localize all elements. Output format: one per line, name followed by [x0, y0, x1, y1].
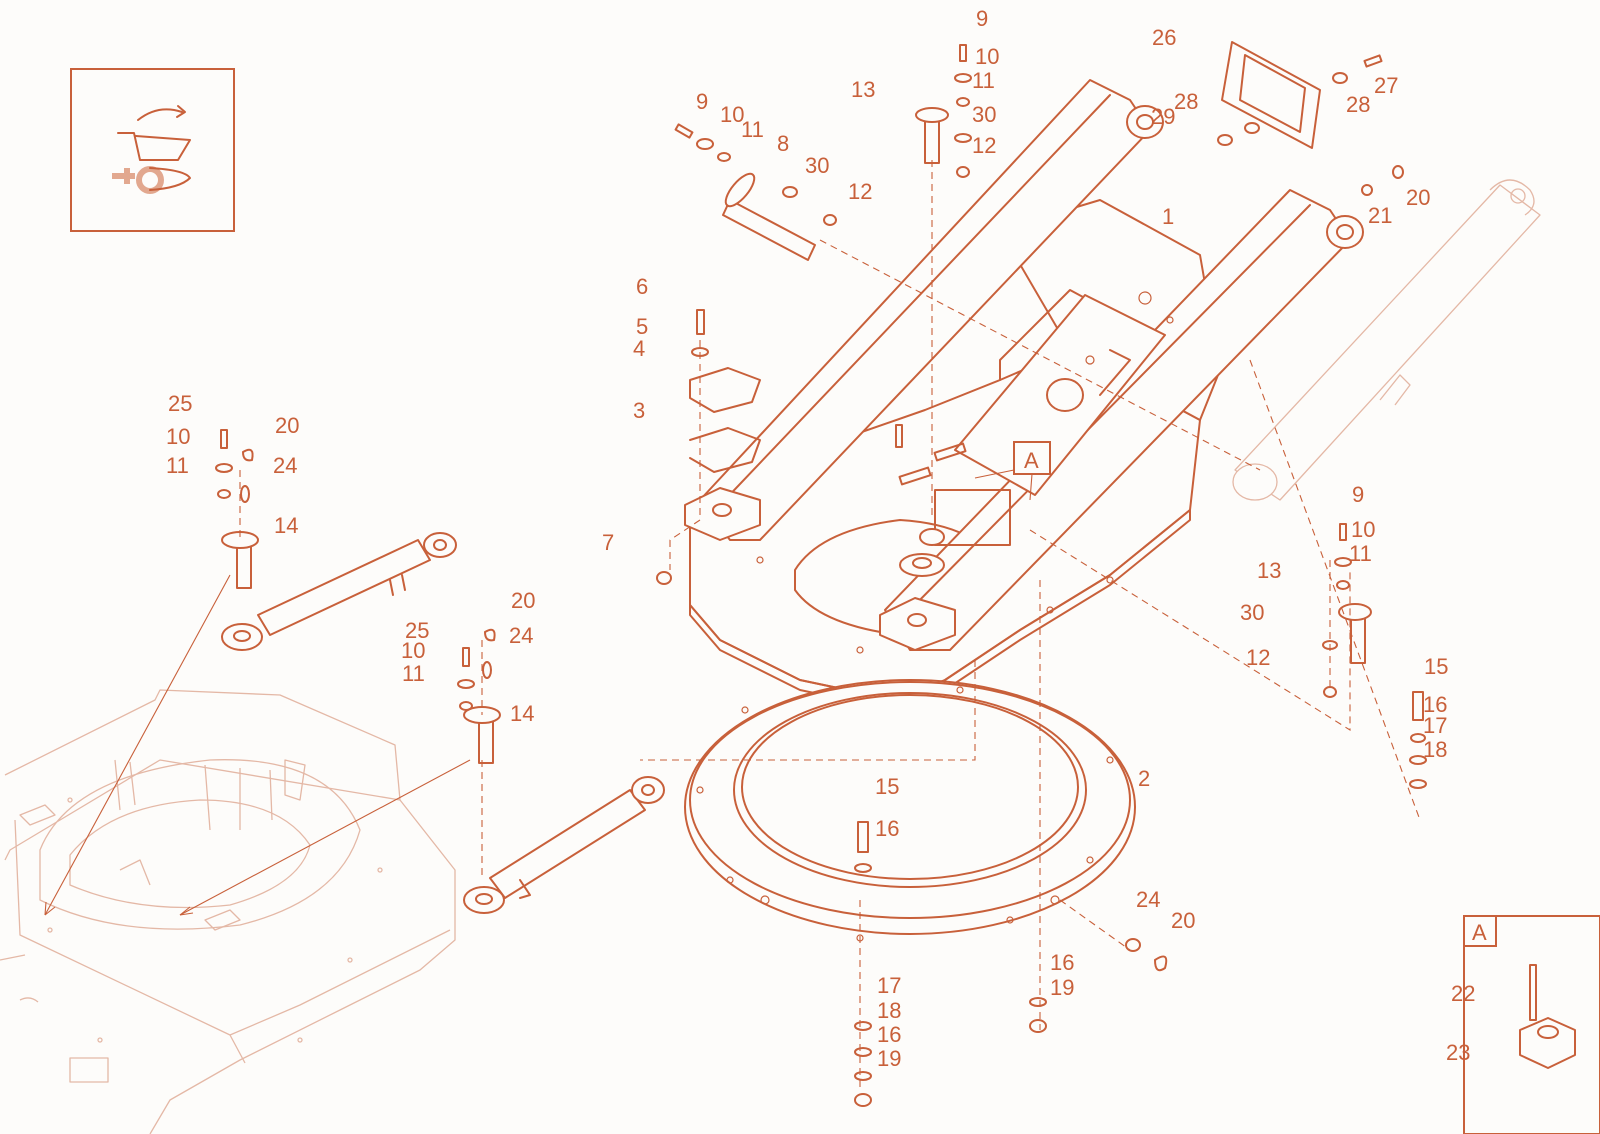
swing-cylinder-upper — [221, 532, 457, 651]
detail-a-tag: A — [1024, 448, 1039, 473]
pin-13-top — [915, 107, 949, 164]
callout-c19b: 19 — [1050, 975, 1074, 1000]
detail-a-flag — [974, 441, 1051, 501]
callout-c16a: 16 — [1423, 692, 1447, 717]
callout-c10c: 10 — [1351, 517, 1375, 542]
callout-c20c: 20 — [511, 588, 535, 613]
callout-c26: 26 — [1152, 25, 1176, 50]
callout-c23: 23 — [1446, 1040, 1470, 1065]
assembly-lines — [239, 160, 1421, 1090]
undercarriage-context — [0, 689, 456, 1134]
callout-c10b: 10 — [975, 44, 999, 69]
callout-c15a: 15 — [1424, 654, 1448, 679]
callout-c14a: 14 — [274, 513, 298, 538]
callout-c28a: 28 — [1346, 92, 1370, 117]
callout-c17b: 17 — [877, 973, 901, 998]
pin-14-mid — [463, 706, 501, 764]
bracket-26 — [1221, 41, 1321, 149]
callout-c20d: 20 — [1171, 908, 1195, 933]
callout-c30c: 30 — [1240, 600, 1264, 625]
callout-c12c: 12 — [1246, 645, 1270, 670]
callout-c1: 1 — [1162, 204, 1174, 229]
callout-c13a: 13 — [851, 77, 875, 102]
callout-c17a: 17 — [1423, 713, 1447, 738]
callout-c10a: 10 — [720, 102, 744, 127]
callout-c30b: 30 — [972, 102, 996, 127]
callout-c18b: 18 — [877, 998, 901, 1023]
pin-14-left — [221, 531, 259, 589]
callout-c3: 3 — [633, 398, 645, 423]
callout-c20b: 20 — [275, 413, 299, 438]
callout-c4: 4 — [633, 336, 645, 361]
callout-c19a: 19 — [877, 1046, 901, 1071]
slewing-ring — [684, 679, 1136, 942]
callout-c9b: 9 — [976, 6, 988, 31]
callout-c24a: 24 — [273, 453, 297, 478]
pin-13-right — [1338, 603, 1372, 664]
boom-cylinder-context — [1232, 179, 1541, 501]
callout-c12a: 12 — [848, 179, 872, 204]
shim-plates — [689, 367, 761, 473]
callout-c30a: 30 — [805, 153, 829, 178]
callout-c21: 21 — [1368, 203, 1392, 228]
callout-c16c: 16 — [877, 1022, 901, 1047]
callout-c16b: 16 — [875, 816, 899, 841]
callout-c12b: 12 — [972, 133, 996, 158]
callout-labels: 1234567891011301213910113012262728282920… — [166, 6, 1475, 1071]
callout-c11c: 11 — [1349, 541, 1372, 566]
callout-c8: 8 — [777, 131, 789, 156]
callout-c29: 29 — [1151, 104, 1175, 129]
callout-c7: 7 — [602, 530, 614, 555]
callout-c6: 6 — [636, 274, 648, 299]
pin-8 — [722, 172, 816, 261]
callout-c24b: 24 — [509, 623, 533, 648]
callout-c14b: 14 — [510, 701, 534, 726]
callout-c11a: 11 — [741, 117, 764, 142]
hardware — [215, 44, 1427, 1107]
callout-c25a: 25 — [168, 391, 192, 416]
callout-c25b: 25 — [405, 618, 429, 643]
detail-a-inset — [1463, 915, 1600, 1134]
callout-c10e: 10 — [401, 638, 425, 663]
callout-c5: 5 — [636, 314, 648, 339]
slew-function-pictogram — [70, 68, 235, 232]
callout-c13b: 13 — [1257, 558, 1281, 583]
callout-c15b: 15 — [875, 774, 899, 799]
callout-c11b: 11 — [972, 68, 995, 93]
callout-c9c: 9 — [1352, 482, 1364, 507]
mounting-arrows — [44, 574, 471, 916]
callout-c18a: 18 — [1423, 737, 1447, 762]
inset-a-tag: A — [1472, 920, 1487, 945]
callout-c11e: 11 — [402, 661, 425, 686]
swing-bracket — [684, 79, 1364, 711]
callout-c24c: 24 — [1136, 887, 1160, 912]
callout-c20a: 20 — [1406, 185, 1430, 210]
callout-c9a: 9 — [696, 89, 708, 114]
callout-c28b: 28 — [1174, 89, 1198, 114]
callout-c16d: 16 — [1050, 950, 1074, 975]
callout-c10d: 10 — [166, 424, 190, 449]
callout-c22: 22 — [1451, 981, 1475, 1006]
callout-c11d: 11 — [166, 453, 189, 478]
callout-c2: 2 — [1138, 766, 1150, 791]
swing-cylinder-lower — [463, 776, 665, 914]
callout-c27: 27 — [1374, 73, 1398, 98]
